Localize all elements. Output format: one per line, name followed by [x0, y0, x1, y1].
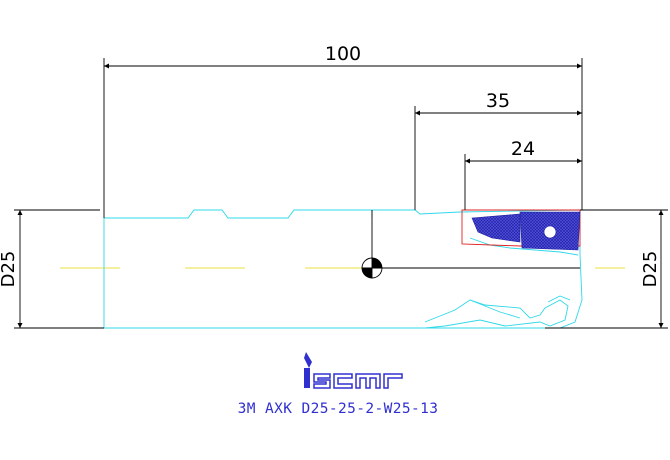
dimension-lines: [17, 63, 664, 328]
dim-35-label: 35: [486, 90, 510, 112]
dim-d25-left-label: D25: [0, 251, 19, 288]
dim-100-label: 100: [325, 43, 361, 65]
tool-body: [103, 209, 583, 329]
tool-designation: 3M AXK D25-25-2-W25-13: [238, 401, 439, 417]
dim-24-label: 24: [511, 138, 535, 160]
iscar-logo: iscar: [304, 352, 403, 389]
lower-flute: [424, 299, 569, 329]
center-mark-icon: [361, 257, 580, 279]
extension-lines: [14, 58, 668, 329]
cutting-insert: [461, 209, 581, 251]
dim-d25-right-label: D25: [640, 251, 661, 288]
insert-screw-hole: [543, 225, 557, 239]
shank-outline: [104, 209, 372, 219]
